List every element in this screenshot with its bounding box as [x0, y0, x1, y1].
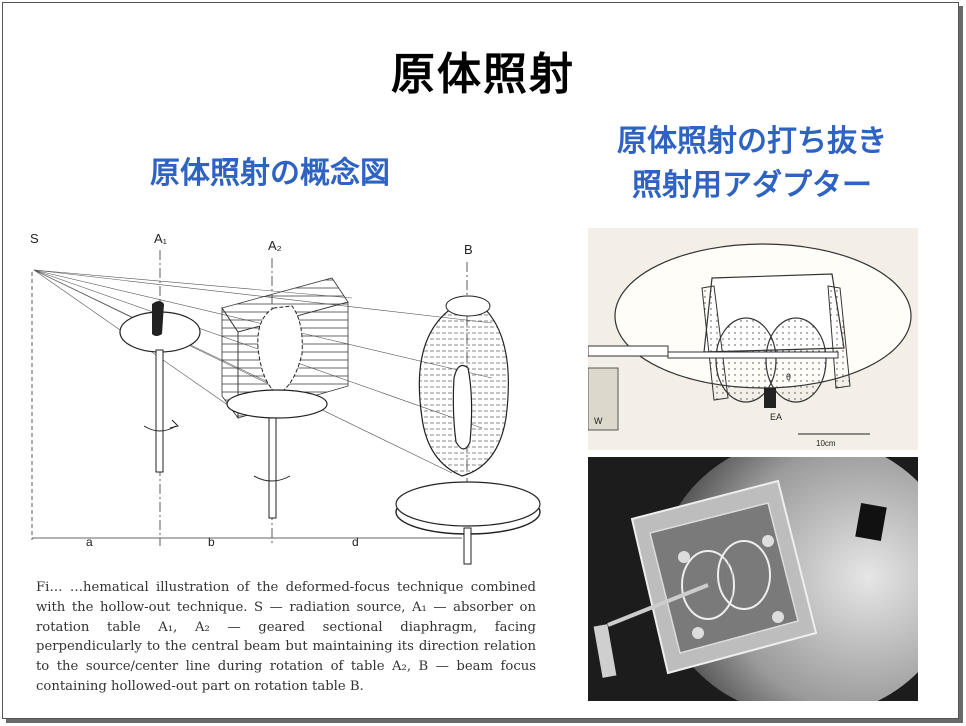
label-theta: θ	[786, 372, 791, 382]
subtitle-adapter-line1: 原体照射の打ち抜き	[617, 124, 887, 159]
dim-b: b	[208, 535, 215, 549]
label-ea: EA	[770, 412, 782, 422]
adapter-photo	[588, 457, 918, 701]
subtitle-adapter-line2: 照射用アダプター	[632, 168, 872, 203]
figure-caption: Fi… …hematical illustration of the defor…	[36, 580, 536, 694]
label-a1: A₁	[154, 231, 168, 246]
label-a2: A₂	[268, 238, 282, 253]
concept-diagram: S A₁ A₂ B a b d	[30, 231, 541, 565]
label-source: S	[30, 231, 39, 246]
subtitle-concept-diagram: 原体照射の概念図	[150, 156, 390, 191]
label-b: B	[464, 242, 473, 257]
adapter-drawing: W EA θ 10cm	[588, 228, 918, 450]
scale-label: 10cm	[816, 439, 836, 448]
dim-a: a	[86, 535, 93, 549]
subtitle-adapter: 原体照射の打ち抜き 照射用アダプター	[584, 120, 920, 208]
dim-d: d	[352, 535, 359, 549]
slide-title: 原体照射	[391, 49, 575, 100]
label-w: W	[594, 416, 603, 426]
